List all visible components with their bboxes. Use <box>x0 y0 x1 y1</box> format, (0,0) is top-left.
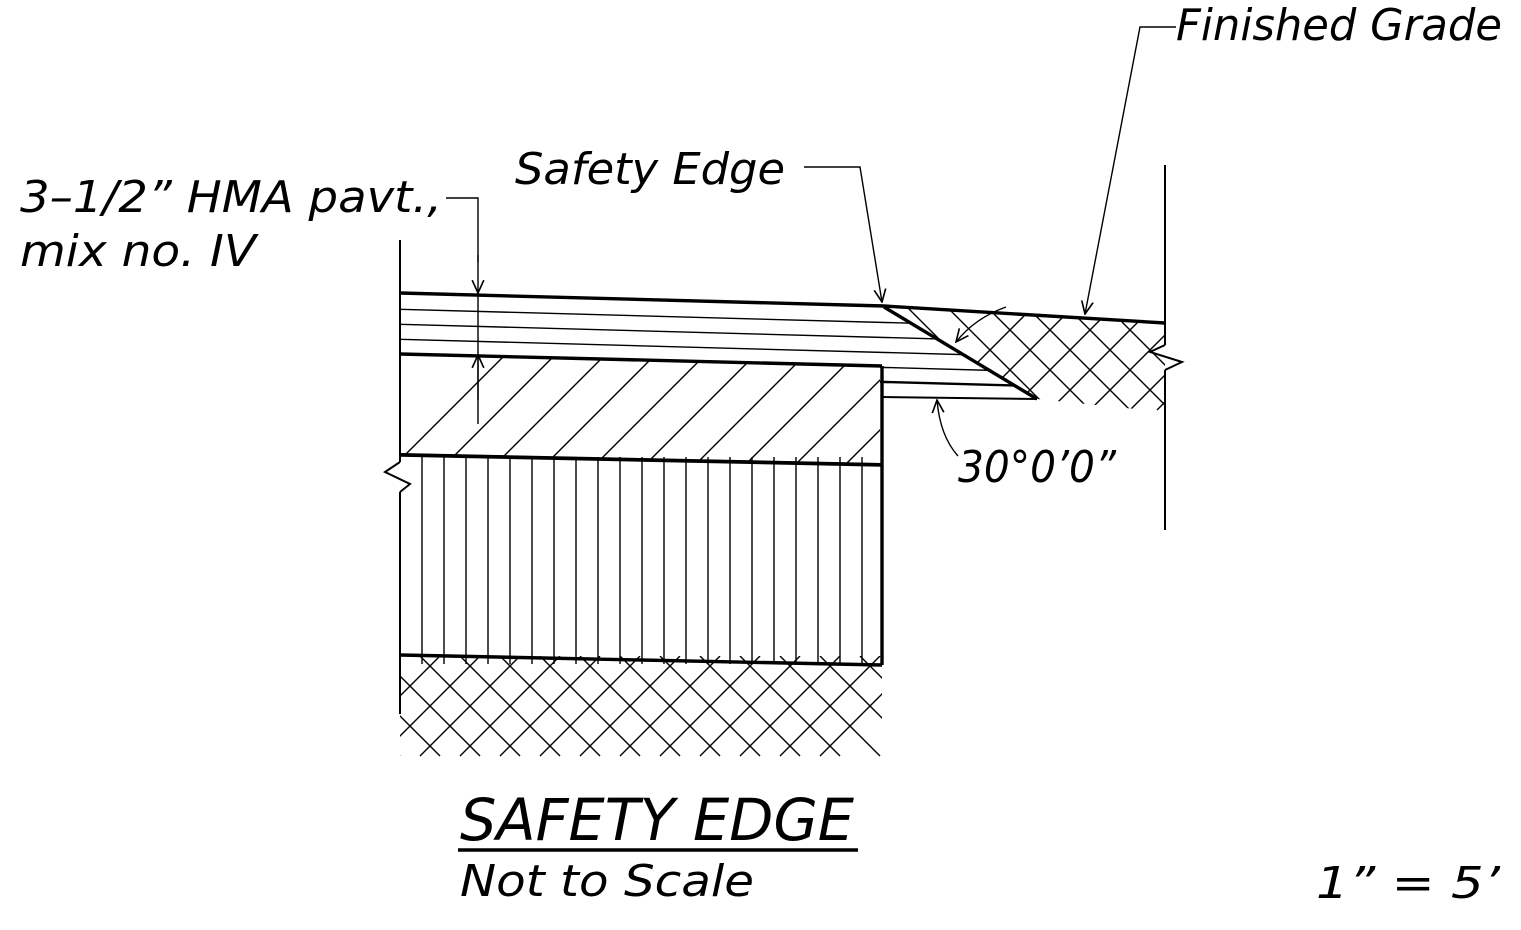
hma-bottom-line <box>399 352 883 368</box>
subbase-bottom-line <box>399 653 883 667</box>
safety-edge-slope <box>883 305 1038 401</box>
safety-edge-leader <box>804 166 882 302</box>
hma-label-line1: 3–1/2” HMA pavt., <box>20 172 442 223</box>
safety-edge-bottom <box>881 396 1038 400</box>
left-boundary <box>382 240 412 714</box>
drawing-subtitle: Not to Scale <box>460 856 754 907</box>
angle-label: 30°0’0” <box>958 442 1117 493</box>
scale-label: 1” = 5’ <box>1316 858 1501 909</box>
hma-label-line2: mix no. IV <box>20 226 259 277</box>
angle-arc-lower <box>937 400 959 457</box>
finished-grade-leader <box>1085 26 1176 314</box>
pavement-top-surface <box>399 291 885 308</box>
finished-grade-label: Finished Grade <box>1176 0 1502 51</box>
base-hatch <box>400 354 880 464</box>
safety-edge-label: Safety Edge <box>515 144 785 195</box>
base-layer <box>399 354 883 467</box>
angle-arc-upper <box>956 306 1007 342</box>
hma-thickness-dimension <box>446 197 478 424</box>
finished-grade-line <box>883 304 1166 325</box>
drawing-title: SAFETY EDGE <box>460 786 854 854</box>
right-boundary <box>1147 165 1185 530</box>
soil-hatch-bottom <box>400 656 882 757</box>
base-bottom-line-heavy <box>399 453 883 467</box>
subbase-layer <box>421 457 863 664</box>
